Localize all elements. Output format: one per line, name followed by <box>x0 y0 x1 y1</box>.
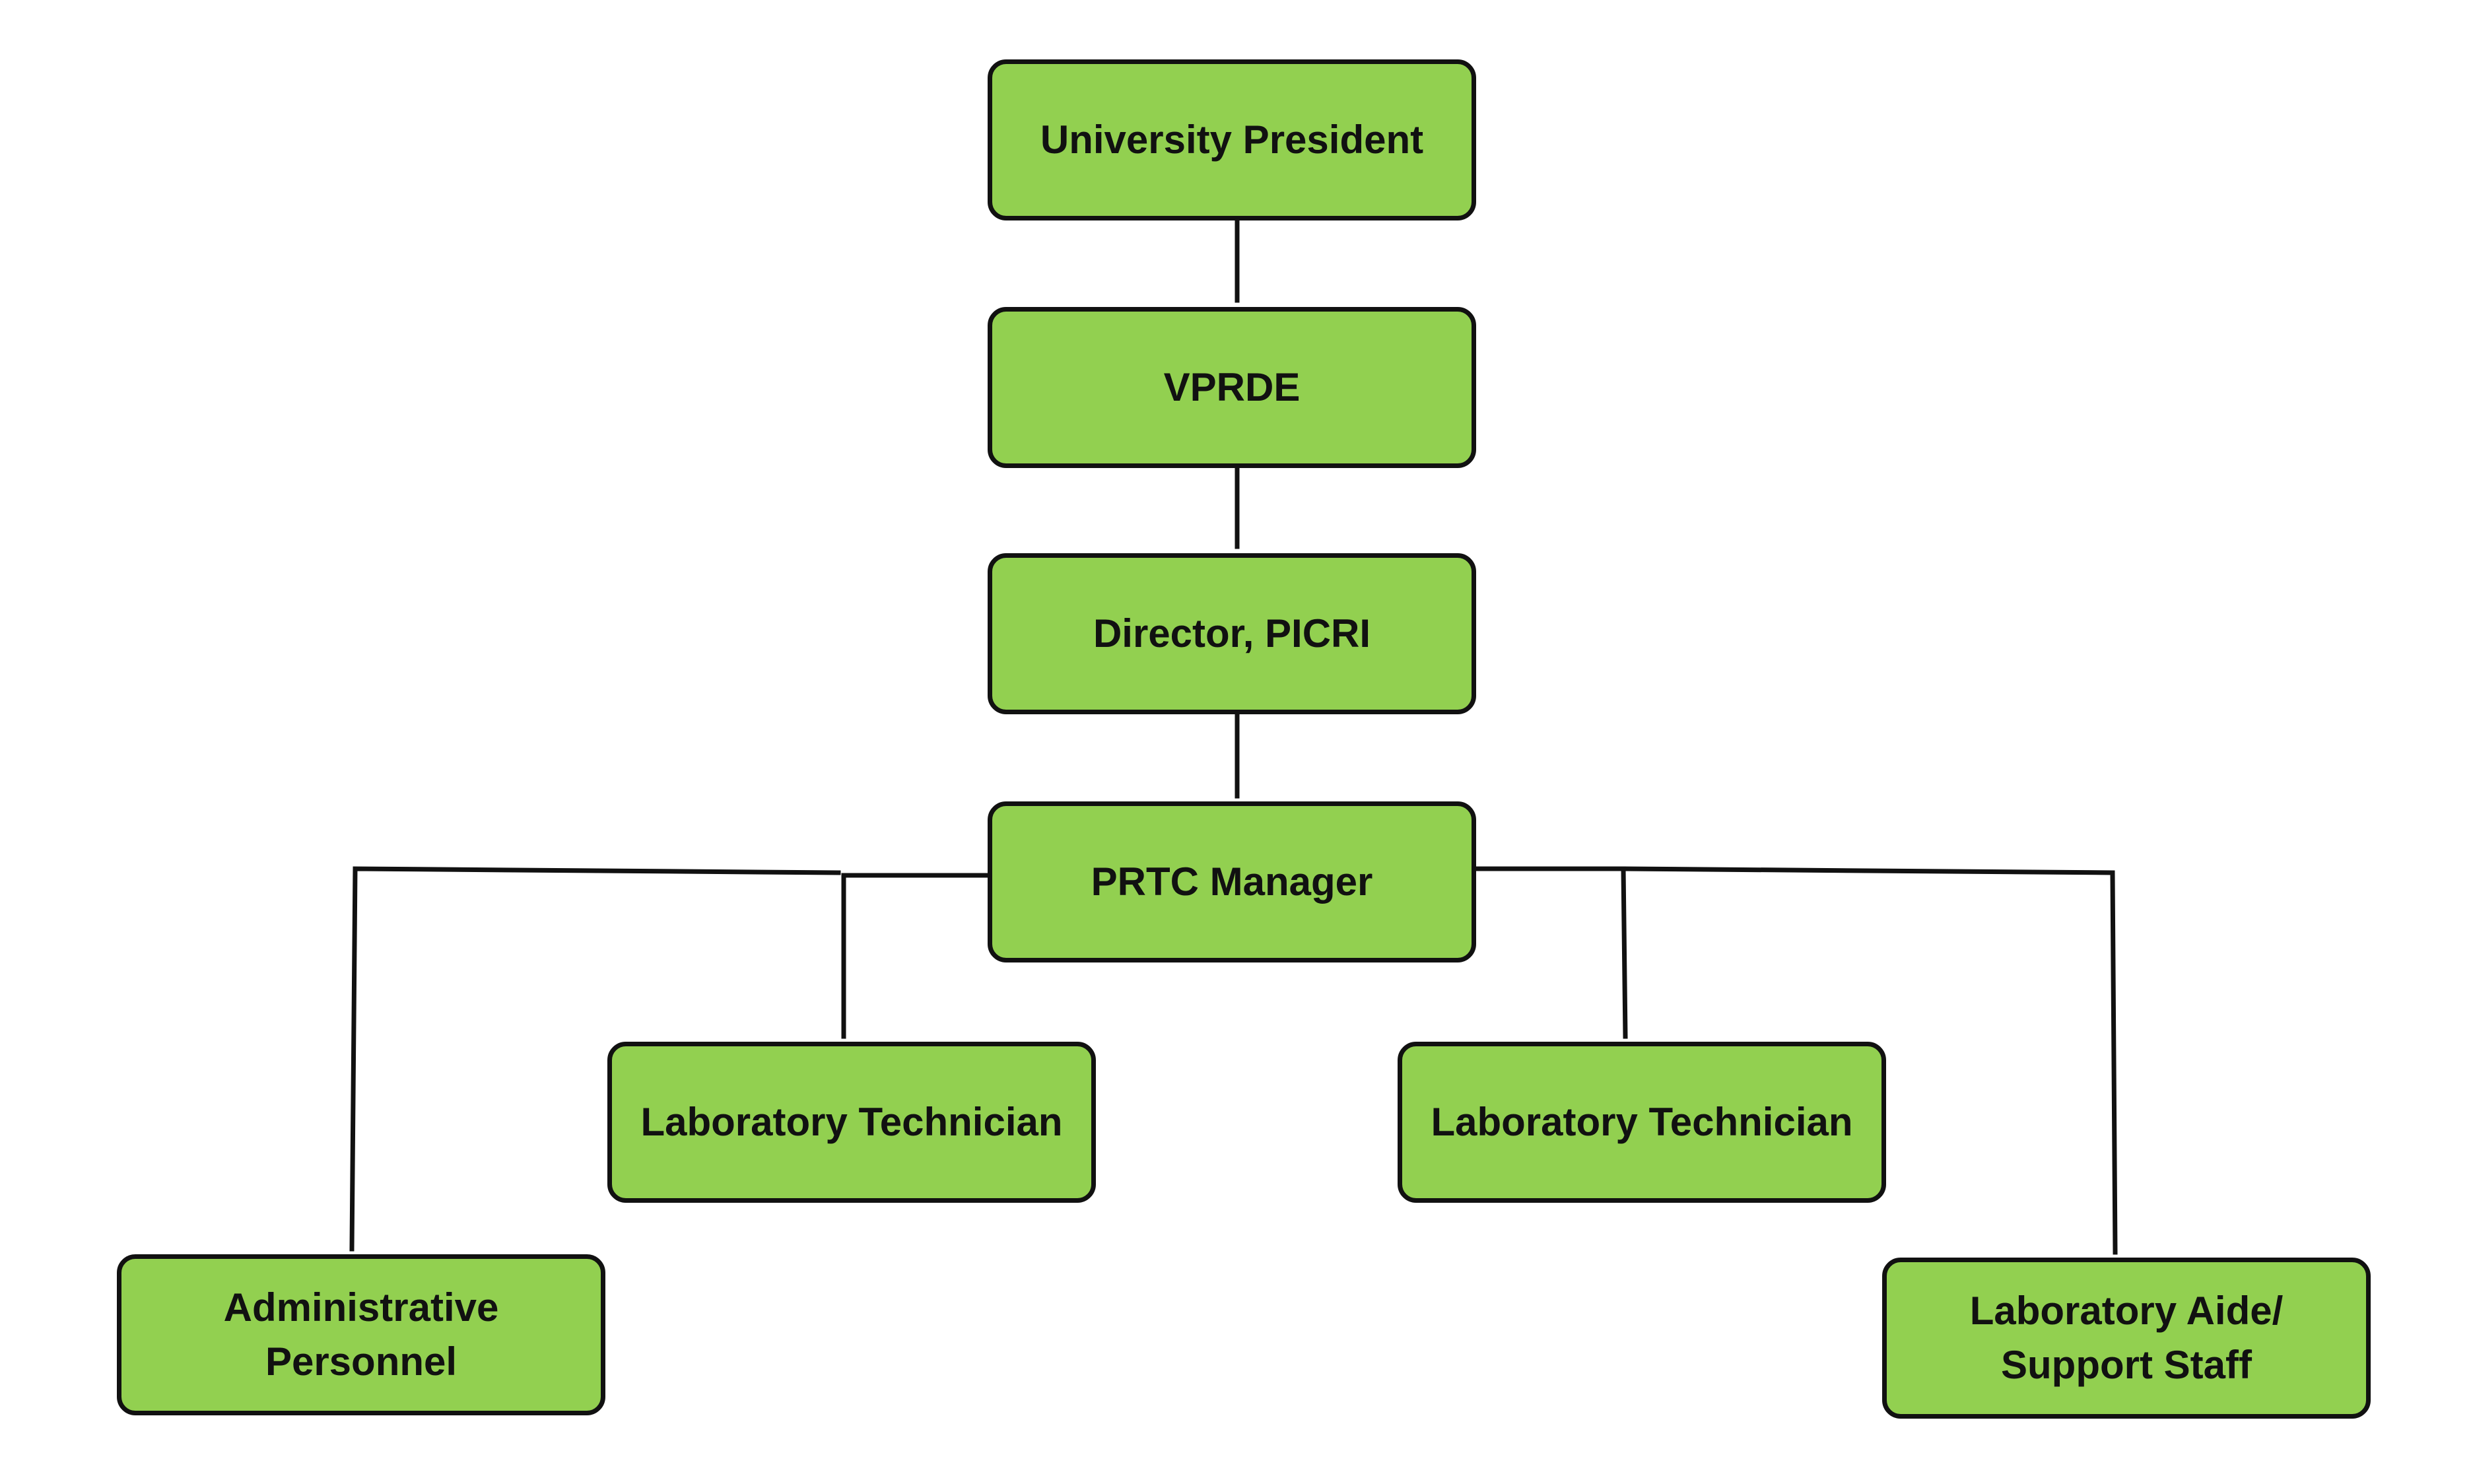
node-prtc-manager: PRTC Manager <box>988 801 1476 962</box>
connector-manager-admin <box>349 866 841 1252</box>
connector-manager-left-branch <box>841 873 990 1039</box>
node-laboratory-aide-support-staff: Laboratory Aide/ Support Staff <box>1882 1258 2371 1419</box>
node-label: Laboratory Technician <box>1431 1100 1853 1144</box>
connector-manager-right-branch <box>1474 866 1628 1039</box>
node-laboratory-technician-left: Laboratory Technician <box>607 1042 1096 1203</box>
node-label: Laboratory Technician <box>640 1100 1063 1144</box>
connector-manager-aide <box>1621 866 2118 1255</box>
node-vprde: VPRDE <box>988 307 1476 468</box>
node-label: PRTC Manager <box>1091 860 1373 904</box>
node-director-picri: Director, PICRI <box>988 553 1476 714</box>
node-label: VPRDE <box>1163 365 1301 409</box>
node-label: University President <box>1040 118 1424 162</box>
node-university-president: University President <box>988 59 1476 220</box>
node-laboratory-technician-right: Laboratory Technician <box>1398 1042 1886 1203</box>
node-label: Laboratory Aide/ Support Staff <box>1969 1289 2284 1387</box>
node-label: Administrative Personnel <box>223 1285 499 1384</box>
node-label: Director, PICRI <box>1093 611 1371 656</box>
node-administrative-personnel: Administrative Personnel <box>117 1254 605 1415</box>
